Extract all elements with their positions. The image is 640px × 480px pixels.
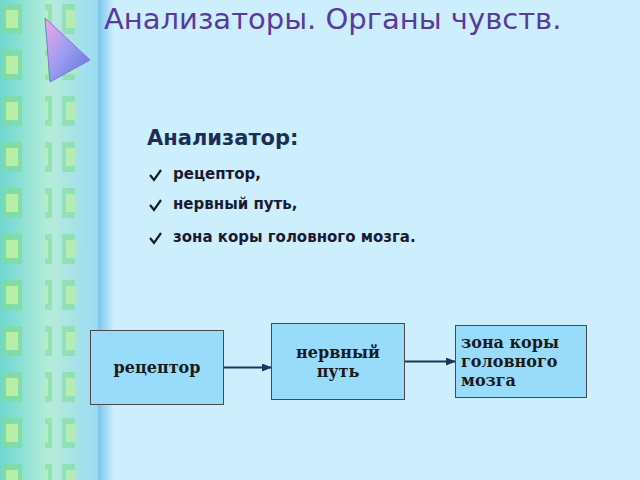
bullet-item: зона коры головного мозга. — [173, 228, 416, 246]
bullet-item: рецептор, — [173, 165, 261, 183]
process-box: рецептор — [90, 330, 224, 405]
box-text: рецептор — [99, 358, 215, 377]
box-text: нервный путь — [280, 343, 396, 381]
bullet-item: нервный путь, — [173, 195, 297, 213]
slide-title: Анализаторы. Органы чувств. — [104, 0, 624, 38]
process-box: нервный путь — [271, 323, 405, 400]
box-text: зона коры головного мозга — [461, 333, 581, 390]
arrow-connector — [405, 360, 455, 362]
list-heading: Анализатор: — [147, 126, 298, 150]
arrow-connector — [224, 366, 271, 368]
process-box: зона коры головного мозга — [455, 325, 587, 398]
